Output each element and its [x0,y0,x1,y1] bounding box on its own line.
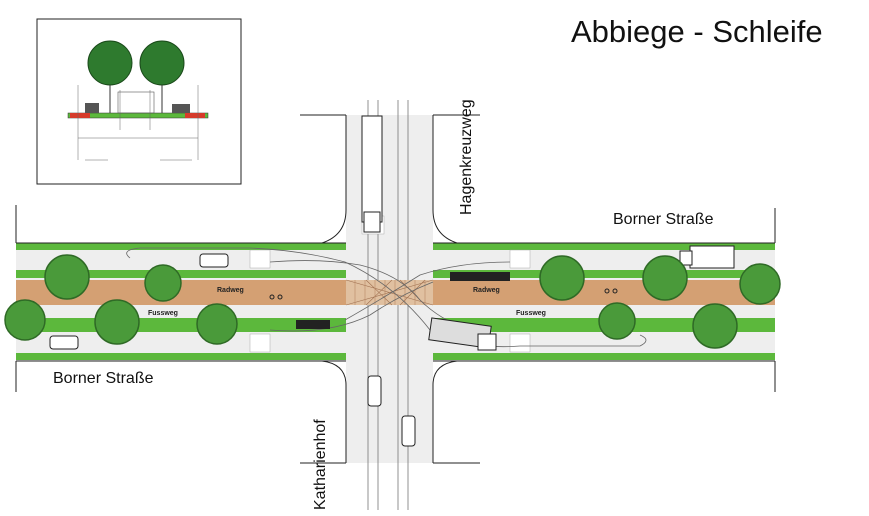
bike-crossing [345,279,434,306]
turn-loops [126,247,647,348]
street-label-east: Borner Straße [613,211,714,228]
street-label-west: Borner Straße [53,370,154,387]
bike-lane-label-east: Radweg [473,287,500,294]
foot-lane-label-east: Fussweg [516,310,546,317]
trees [4,254,781,349]
bike-lane-label-west: Radweg [217,287,244,294]
vehicles [49,115,735,447]
street-label-north: Hagenkreuzweg [458,99,475,215]
street-label-south: Katharienhof [312,419,329,510]
foot-lane-label-west: Fussweg [148,310,178,317]
bike-symbols [269,288,618,300]
bollards [296,272,510,329]
diagram-title: Abbiege - Schleife [571,14,823,49]
cross-section-inset [36,18,242,185]
